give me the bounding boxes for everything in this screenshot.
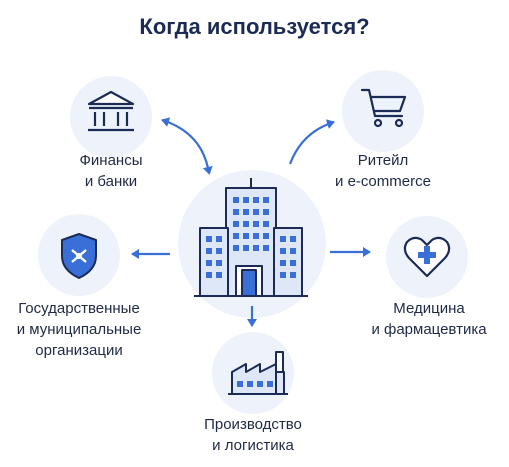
government-line1: Государственные [18, 300, 140, 317]
factory-windows [237, 381, 273, 387]
finance-line1: Финансы [79, 152, 143, 169]
office-building-icon [194, 178, 308, 297]
retail-label: Ритейл и e-commerce [318, 150, 448, 192]
retail-line2: и e-commerce [335, 173, 431, 190]
production-line2: и логистика [212, 437, 294, 454]
building-windows [206, 197, 296, 278]
bank-icon [87, 90, 135, 132]
factory-icon [228, 351, 288, 395]
medicine-line1: Медицина [393, 300, 465, 317]
arrow-retail [288, 119, 335, 165]
government-line3: организации [35, 342, 123, 359]
finance-label: Финансы и банки [46, 150, 176, 192]
medicine-label: Медицина и фармацевтика [364, 298, 494, 340]
production-label: Производство и логистика [188, 414, 318, 456]
arrow-finance [161, 117, 213, 175]
shopping-cart-icon [360, 88, 407, 128]
finance-circle [70, 76, 152, 158]
production-line1: Производство [204, 416, 302, 433]
diagram-title: Когда используется? [139, 14, 370, 39]
retail-line1: Ритейл [357, 152, 409, 169]
finance-line2: и банки [84, 173, 138, 190]
shield-icon [61, 233, 97, 279]
medicine-line2: и фармацевтика [371, 321, 487, 338]
arrows [131, 117, 371, 327]
government-label: Государственные и муниципальные организа… [2, 298, 156, 361]
government-line2: и муниципальные [16, 321, 142, 338]
heart-cross-icon [403, 236, 451, 278]
